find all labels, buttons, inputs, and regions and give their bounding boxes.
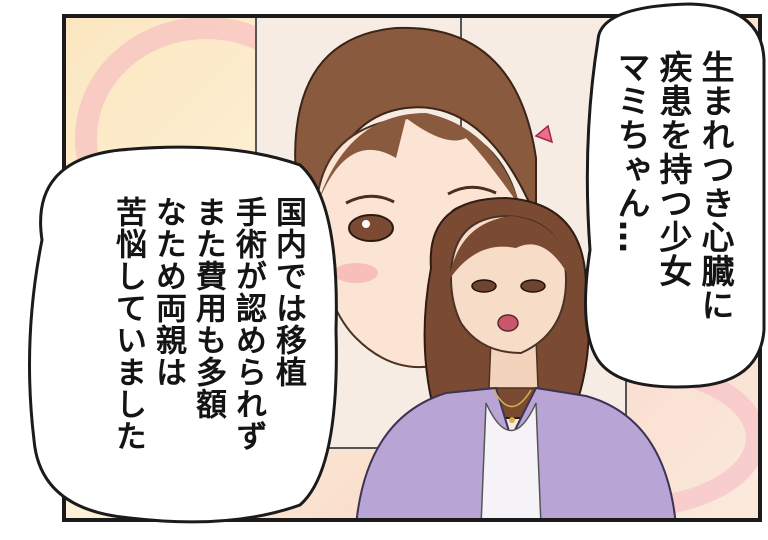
speech-bubble-left: [28, 145, 338, 524]
speech-right-text: 生まれつき心臓に 疾患を持つ少女 マミちゃん…: [612, 50, 735, 322]
speech-bubble-right: [584, 2, 766, 389]
woman-figure: [355, 196, 677, 518]
speech-left-text: 国内では移植 手術が認められず また費用も多額 なため両親は 苦悩していました: [110, 196, 306, 452]
